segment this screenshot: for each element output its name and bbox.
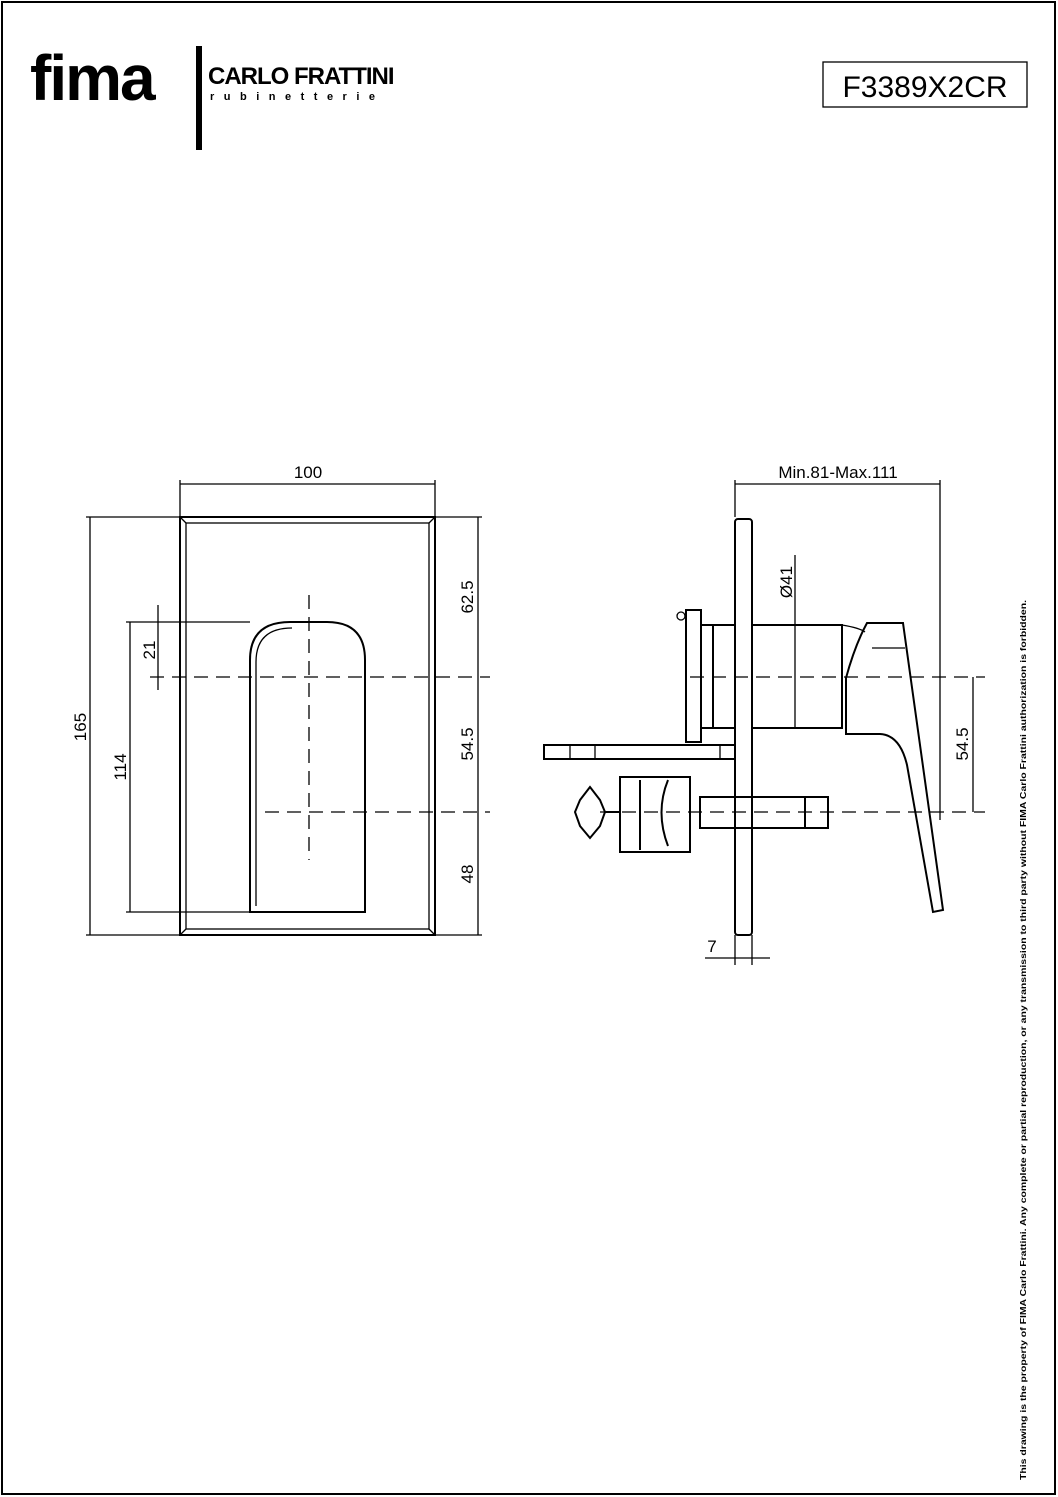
diverter-knob <box>573 785 607 840</box>
front-view: 100 165 114 21 62.5 54.5 48 <box>71 463 490 936</box>
valve-body <box>751 624 843 729</box>
cartridge-nut <box>685 609 702 743</box>
product-code-box <box>822 61 1028 108</box>
brand-logo: fima CARLO FRATTINI rubinetterie <box>30 42 395 150</box>
logo-carlo-frattini: CARLO FRATTINI <box>208 63 394 90</box>
dim-width: 100 <box>294 463 322 482</box>
dim-handle-height: 114 <box>111 753 130 780</box>
dim-depth-range: Min.81-Max.111 <box>778 463 897 482</box>
dim-axis-distance: 54.5 <box>953 727 972 760</box>
diverter-cartridge <box>619 776 691 853</box>
side-view: Min.81-Max.111 Ø41 54.5 7 <box>543 463 985 965</box>
dim-diameter: Ø41 <box>777 566 796 598</box>
dim-offset-top: 21 <box>140 641 159 660</box>
dim-middle: 54.5 <box>458 727 477 760</box>
logo-fima: fima <box>30 42 156 114</box>
dim-upper: 62.5 <box>458 580 477 613</box>
lever-handle <box>845 622 945 914</box>
cover-plate-outline <box>179 516 436 936</box>
rod <box>543 744 736 760</box>
wall-plate <box>734 518 753 936</box>
handle-outline <box>249 621 366 913</box>
dim-height-total: 165 <box>71 713 90 741</box>
dim-plate-thickness: 7 <box>707 937 716 956</box>
copyright-disclaimer: This drawing is the property of FIMA Car… <box>1018 600 1028 1480</box>
cover-plate-bevel <box>185 522 430 930</box>
product-code: F3389X2CR <box>842 71 1007 104</box>
logo-subtitle: rubinetterie <box>210 91 385 103</box>
dim-lower: 48 <box>458 865 477 884</box>
logo-divider <box>196 46 202 150</box>
